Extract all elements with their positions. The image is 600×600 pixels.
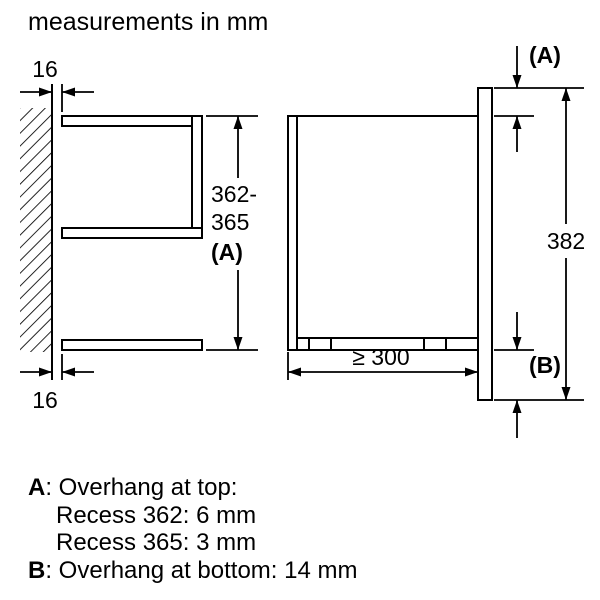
niche-figure [20,84,203,380]
dimension-front-height: 382 [547,88,585,400]
legend: A: Overhang at top: Recess 362: 6 mm Rec… [28,474,357,584]
dimension-min-depth: ≥ 300 [287,344,478,380]
wall-gap-top-label: 16 [32,56,58,82]
niche-shelf-panel [61,227,203,239]
dimension-overhang-top: (A) [494,42,584,152]
overhang-top-label: (A) [529,42,561,68]
wall-hatch [20,108,52,352]
legend-line-a: A: Overhang at top: [28,474,357,502]
min-depth-label: ≥ 300 [352,344,409,370]
legend-text-b: : Overhang at bottom: 14 mm [45,556,358,584]
niche-height-label-1: 362- [211,181,257,207]
legend-recess-362: Recess 362: 6 mm [56,501,257,529]
appliance-foot-left [308,337,332,351]
legend-text-a: : Overhang at top: [45,474,238,501]
legend-key-a: A [28,474,46,501]
dimension-wall-gap-bottom: 16 [20,354,94,413]
installation-diagram: 16 16 362- 365 (A) [20,42,585,438]
wall-gap-bottom-label: 16 [32,387,58,413]
appliance-foot-right [423,337,447,351]
legend-line-b: B: Overhang at bottom: 14 mm [28,557,357,585]
niche-height-label-3: (A) [211,239,243,265]
front-panel [477,87,493,401]
overhang-bottom-label: (B) [529,352,561,378]
appliance-figure [287,87,493,401]
niche-bottom-panel [61,339,203,351]
niche-right-panel [191,115,203,239]
front-height-label: 382 [547,228,585,254]
dimension-niche-height: 362- 365 (A) [206,115,258,351]
page-title: measurements in mm [28,8,269,36]
legend-recess-365: Recess 365: 3 mm [56,529,257,556]
dimension-overhang-bottom: (B) [494,312,584,438]
appliance-body [287,115,479,351]
dimension-wall-gap-top: 16 [20,56,94,112]
niche-top-panel [61,115,203,127]
niche-height-label-2: 365 [211,209,249,235]
legend-key-b: B [28,556,46,584]
